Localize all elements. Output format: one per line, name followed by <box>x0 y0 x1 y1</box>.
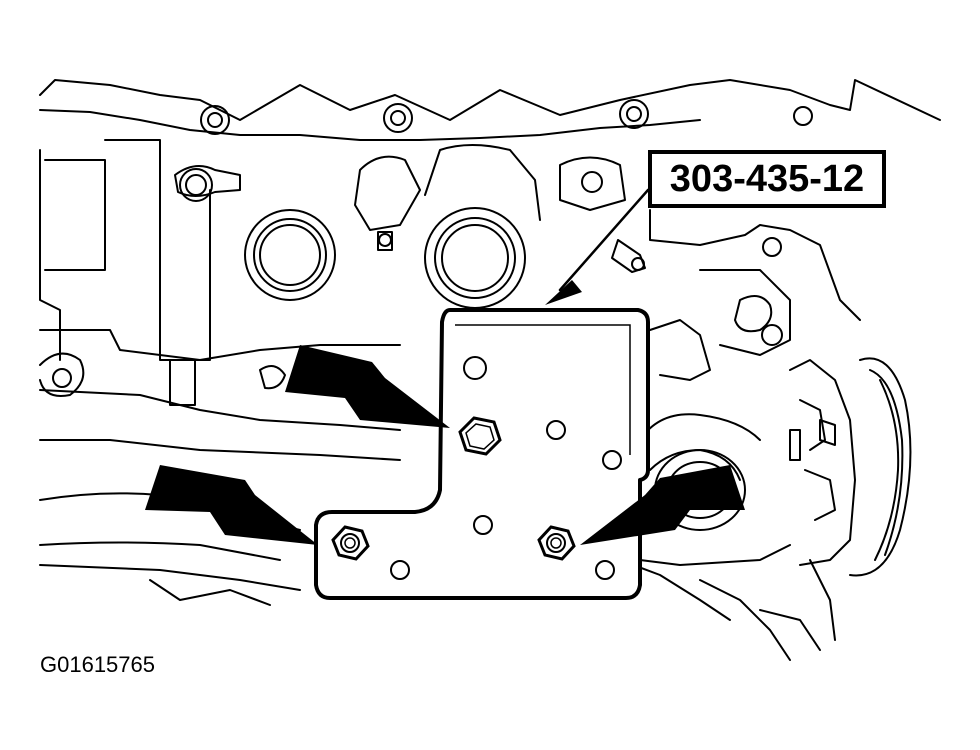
head-bolt <box>383 103 413 133</box>
port-opening-right <box>424 207 526 309</box>
plate-bolt-lower-left <box>331 525 370 561</box>
figure-id-label: G01615765 <box>40 652 155 677</box>
port-opening-left <box>244 209 336 301</box>
block-left-edge <box>39 149 61 361</box>
pointer-arrow-lower-right-bolt <box>580 465 745 545</box>
pointer-arrow-lower-left-bolt <box>145 465 318 545</box>
oil-pan-rail <box>39 389 401 431</box>
crankshaft-pulley <box>849 357 912 577</box>
head-bolt <box>619 99 649 129</box>
head-lower-ridge <box>39 109 701 141</box>
pointer-arrow-upper-bolt <box>285 345 450 428</box>
tool-number-text: 303-435-12 <box>669 157 865 200</box>
plate-bolt-upper <box>458 416 502 456</box>
callout-leader-arrowhead <box>545 280 582 305</box>
head-top-outline <box>39 79 941 121</box>
tool-number-label: 303-435-12 <box>648 150 886 208</box>
dipstick-tube <box>159 189 211 361</box>
callout-leader <box>558 188 650 292</box>
plate-bolt-lower-right <box>537 525 576 561</box>
head-bolt <box>200 105 230 135</box>
head-bolt <box>793 106 813 126</box>
